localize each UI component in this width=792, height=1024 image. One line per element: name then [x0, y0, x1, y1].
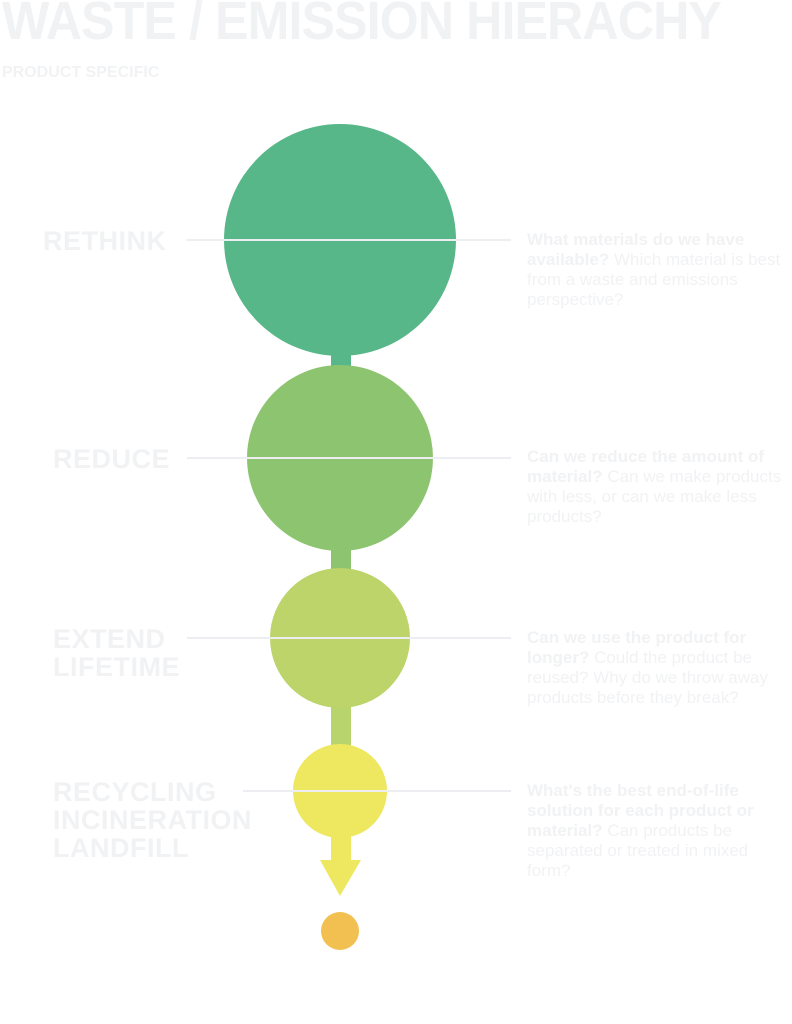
step-description-recycling: What's the best end-of-life solution for… — [527, 781, 789, 881]
step-description-reduce: Can we reduce the amount of material? Ca… — [527, 447, 789, 527]
step-detail: Could the product be reused? Why do we t… — [527, 648, 768, 707]
step-description-extend-lifetime: Can we use the product for longer? Could… — [527, 628, 789, 708]
step-question: Can we reduce the amount of material? — [527, 447, 765, 486]
step-detail: Can products be separated or treated in … — [527, 821, 749, 880]
page-title: WASTE / EMISSION HIERACHY — [2, 0, 722, 51]
step-question: What materials do we have available? — [527, 230, 745, 269]
step-detail: Which material is best from a waste and … — [527, 250, 781, 309]
endpoint-dot — [321, 912, 359, 950]
page-subtitle: PRODUCT SPECIFIC — [2, 64, 160, 81]
step-label-rethink: RETHINK — [43, 226, 167, 256]
step-detail: Can we make products with less, or can w… — [527, 467, 782, 526]
step-label-extend-lifetime: EXTEND LIFETIME — [53, 624, 180, 682]
step-question: Can we use the product for longer? — [527, 628, 747, 667]
connector-3 — [331, 700, 351, 755]
step-label-recycling: RECYCLING INCINERATION LANDFILL — [53, 777, 252, 863]
step-question: What's the best end-of-life solution for… — [527, 781, 754, 840]
step-label-reduce: REDUCE — [53, 444, 171, 474]
step-description-rethink: What materials do we have available? Whi… — [527, 230, 789, 310]
arrow-down-icon — [320, 860, 361, 896]
connector-4 — [331, 830, 351, 862]
